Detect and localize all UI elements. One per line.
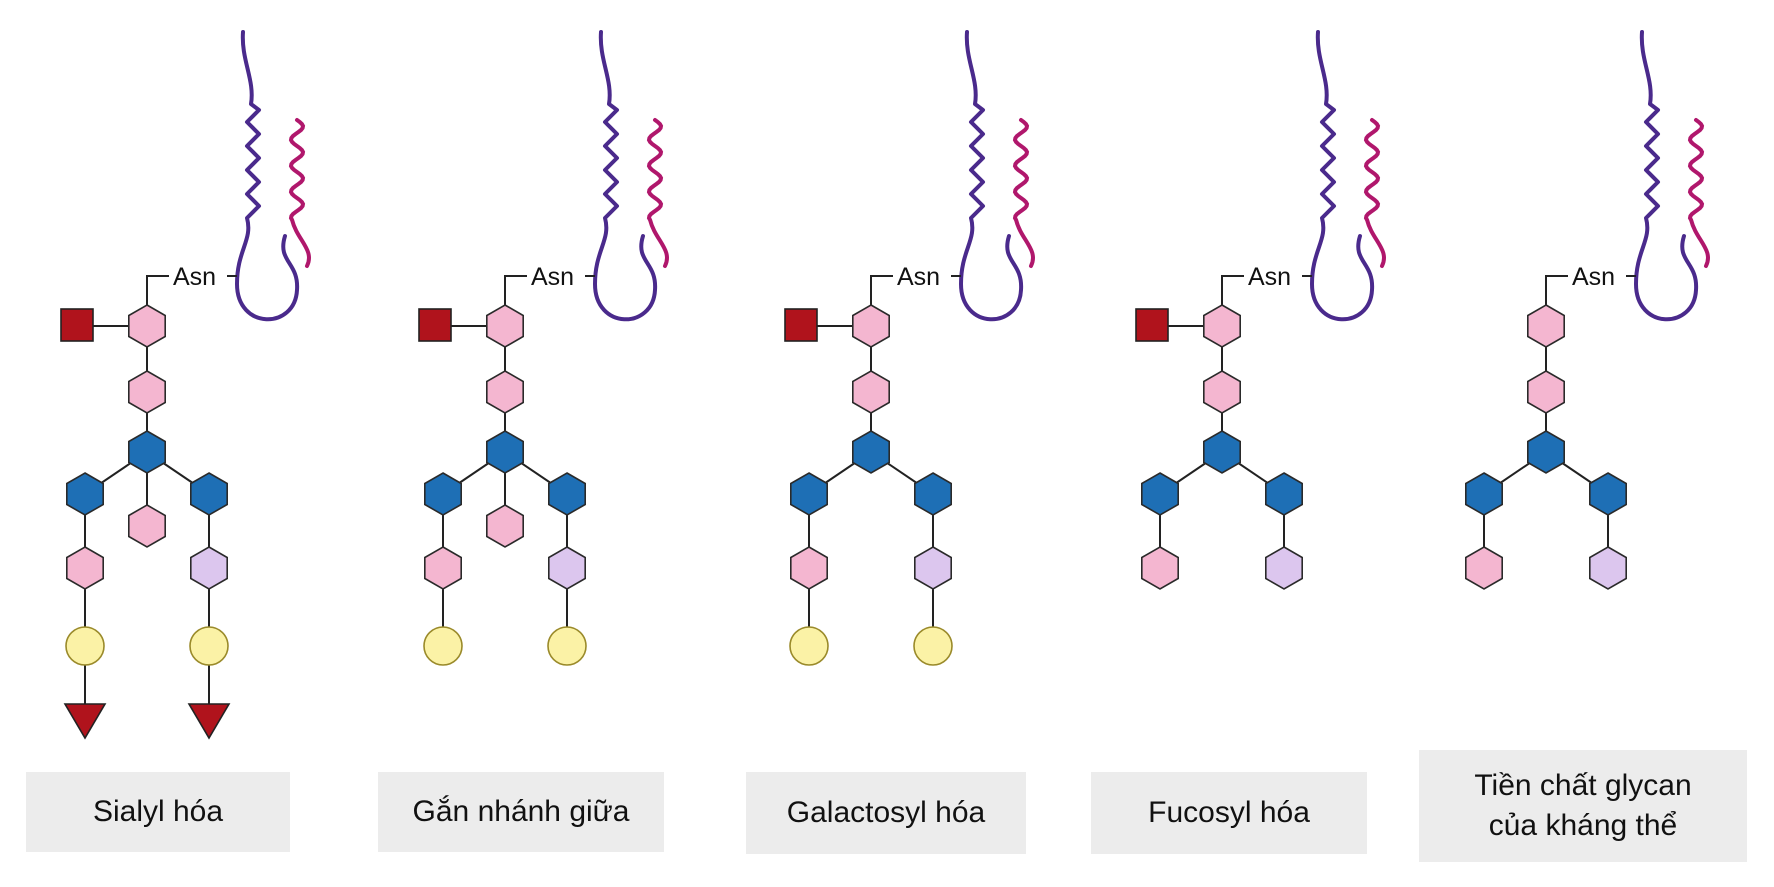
mannose-core-hexagon	[851, 430, 891, 474]
mannose-left-hexagon	[1141, 472, 1179, 516]
heavy-chain	[1634, 30, 1699, 322]
asn-linker	[1545, 275, 1568, 312]
asn-linker	[504, 275, 527, 312]
panel-label-galactosylation: Galactosyl hóa	[746, 772, 1026, 854]
galactose-left-circle	[65, 626, 105, 666]
glcnac-left-hexagon	[789, 546, 829, 590]
heavy-chain	[235, 30, 300, 322]
mannose-right-hexagon	[547, 472, 587, 516]
glcnac-core-2-hexagon	[128, 370, 166, 414]
glcnac-left-hexagon	[1465, 546, 1503, 590]
fucose-square	[784, 308, 818, 342]
mannose-left-hexagon	[423, 472, 463, 516]
glcnac-left-hexagon	[1141, 546, 1179, 590]
glcnac-right-hexagon	[190, 546, 228, 590]
heavy-chain	[1310, 30, 1375, 322]
glycan-panel-2: Asn	[418, 30, 669, 666]
mannose-right-hexagon	[1265, 472, 1303, 516]
glcnac-core-2-hexagon	[1527, 370, 1565, 414]
asn-linker	[1221, 275, 1244, 312]
mannose-right-hexagon	[190, 472, 228, 516]
fucose-square	[1135, 308, 1169, 342]
panel-label-fucosylation: Fucosyl hóa	[1091, 772, 1367, 854]
mannose-core-hexagon	[1203, 430, 1241, 474]
light-chain	[1012, 118, 1035, 268]
asn-label: Asn	[1572, 263, 1615, 291]
asn-linker	[146, 275, 169, 312]
glcnac-core-2-hexagon	[485, 370, 525, 414]
galactose-left-circle	[789, 626, 829, 666]
glcnac-core-2-hexagon	[851, 370, 891, 414]
mannose-left-hexagon	[789, 472, 829, 516]
heavy-chain	[593, 30, 658, 322]
mannose-core-hexagon	[1527, 430, 1565, 474]
heavy-chain	[959, 30, 1024, 322]
glcnac-core-1-hexagon	[128, 304, 166, 348]
galactose-right-circle	[547, 626, 587, 666]
mannose-right-hexagon	[913, 472, 953, 516]
sialic-acid-right-triangle	[187, 703, 231, 740]
glcnac-core-1-hexagon	[1203, 304, 1241, 348]
glcnac-core-2-hexagon	[1203, 370, 1241, 414]
fucose-square	[418, 308, 452, 342]
glcnac-core-1-hexagon	[851, 304, 891, 348]
glcnac-core-1-hexagon	[1527, 304, 1565, 348]
glcnac-right-hexagon	[1589, 546, 1627, 590]
glycan-panel-3: Asn	[784, 30, 1035, 666]
asn-label: Asn	[897, 263, 940, 291]
asn-label: Asn	[173, 263, 216, 291]
panel-label-glycan-precursor: Tiền chất glycan của kháng thể	[1419, 750, 1747, 862]
glcnac-left-hexagon	[423, 546, 463, 590]
glcnac-left-hexagon	[66, 546, 104, 590]
mannose-left-hexagon	[1465, 472, 1503, 516]
mannose-right-hexagon	[1589, 472, 1627, 516]
panel-label-bisecting: Gắn nhánh giữa	[378, 772, 664, 852]
fucose-square	[60, 308, 94, 342]
light-chain	[1687, 118, 1710, 268]
light-chain	[1363, 118, 1386, 268]
sialic-acid-left-triangle	[63, 703, 107, 740]
glcnac-right-hexagon	[913, 546, 953, 590]
mannose-core-hexagon	[485, 430, 525, 474]
bisecting-glcnac-hexagon	[128, 504, 166, 548]
galactose-right-circle	[189, 626, 229, 666]
glycan-panel-4: Asn	[1135, 30, 1386, 590]
galactose-right-circle	[913, 626, 953, 666]
light-chain	[288, 118, 311, 268]
asn-label: Asn	[531, 263, 574, 291]
mannose-core-hexagon	[128, 430, 166, 474]
glcnac-core-1-hexagon	[485, 304, 525, 348]
glcnac-right-hexagon	[547, 546, 587, 590]
asn-linker	[870, 275, 893, 312]
light-chain	[646, 118, 669, 268]
galactose-left-circle	[423, 626, 463, 666]
panel-label-sialylation: Sialyl hóa	[26, 772, 290, 852]
glycan-panel-1: Asn	[60, 30, 311, 740]
bisecting-glcnac-hexagon	[485, 504, 525, 548]
asn-label: Asn	[1248, 263, 1291, 291]
glcnac-right-hexagon	[1265, 546, 1303, 590]
glycan-panel-5: Asn	[1465, 30, 1710, 590]
mannose-left-hexagon	[66, 472, 104, 516]
